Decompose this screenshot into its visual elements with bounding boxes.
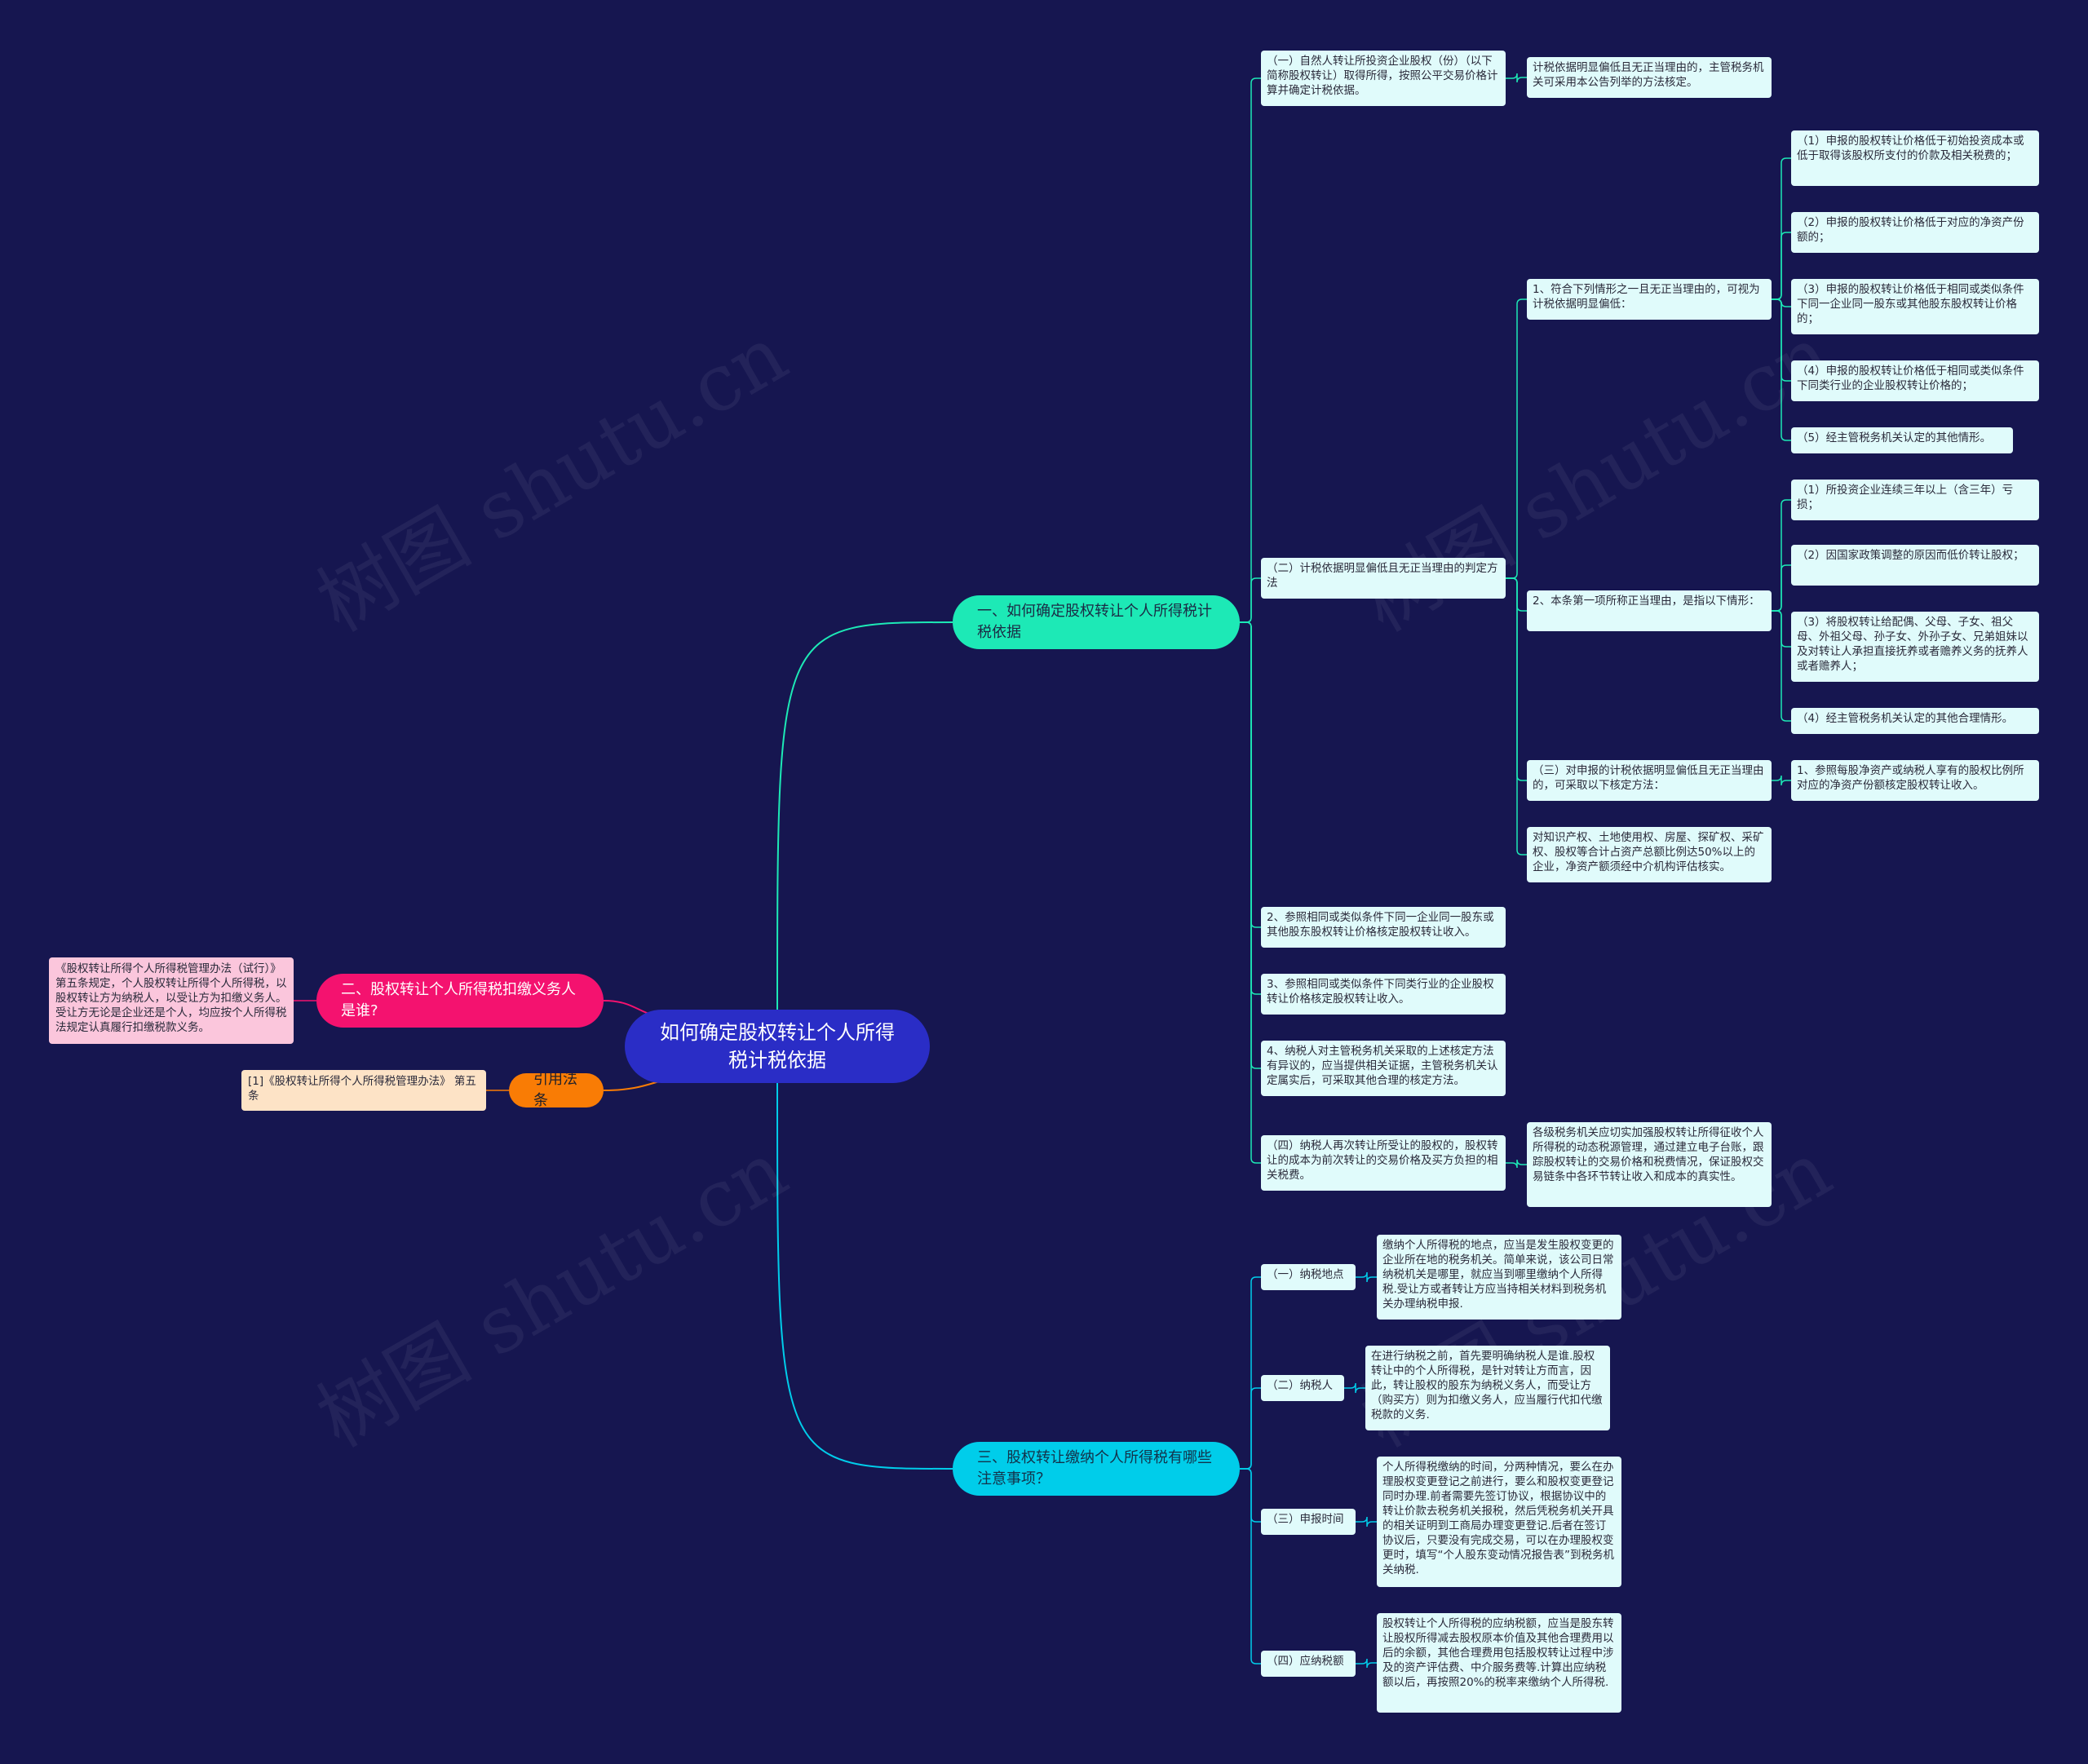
branch-connector bbox=[1772, 775, 1791, 786]
low-price-point-1[interactable]: （1）申报的股权转让价格低于初始投资成本或低于取得该股权所支付的价款及相关税费的… bbox=[1791, 130, 2039, 186]
branch-2-detail[interactable]: 《股权转让所得个人所得税管理办法（试行）》第五条规定，个人股权转让所得个人所得税… bbox=[49, 957, 294, 1044]
branch-connector bbox=[1240, 621, 1261, 995]
valid-reason-point-4[interactable]: （4）经主管税务机关认定的其他合理情形。 bbox=[1791, 708, 2039, 734]
branch-connector bbox=[1240, 621, 1261, 1164]
branch-3-item-1[interactable]: （一）纳税地点 bbox=[1261, 1264, 1356, 1290]
branch-4-node[interactable]: 引用法条 bbox=[509, 1073, 604, 1107]
branch-connector bbox=[1772, 610, 1791, 722]
branch-connector bbox=[1356, 1658, 1377, 1669]
branch-connector bbox=[1772, 232, 1791, 300]
branch-connector bbox=[1240, 1468, 1261, 1665]
branch-connector bbox=[1772, 564, 1791, 612]
branch-connector bbox=[1240, 1468, 1261, 1523]
root-connector bbox=[776, 1082, 953, 1470]
valid-reason-point-1[interactable]: （1）所投资企业连续三年以上（含三年）亏损； bbox=[1791, 480, 2039, 520]
branch-1-item-4[interactable]: 2、参照相同或类似条件下同一企业同一股东或其他股东股权转让价格核定股权转让收入。 bbox=[1261, 907, 1506, 948]
branch-3-item-2[interactable]: （二）纳税人 bbox=[1261, 1375, 1344, 1401]
branch-connector bbox=[1506, 577, 1527, 781]
branch-3-node[interactable]: 三、股权转让缴纳个人所得税有哪些注意事项？ bbox=[953, 1442, 1240, 1496]
branch-4-detail[interactable]: [1]《股权转让所得个人所得税管理办法》 第五条 bbox=[241, 1070, 486, 1111]
branch-connector bbox=[1344, 1382, 1365, 1394]
branch-1-item-2[interactable]: （二）计税依据明显偏低且无正当理由的判定方法 bbox=[1261, 558, 1506, 599]
branch-1-item-7[interactable]: （四）纳税人再次转让所受让的股权的，股权转让的成本为前次转让的交易价格及买方负担… bbox=[1261, 1135, 1506, 1191]
branch-connector bbox=[1356, 1516, 1377, 1527]
branch-connector bbox=[1240, 621, 1261, 928]
branch-3-item-2-detail[interactable]: 在进行纳税之前，首先要明确纳税人是谁.股权转让中的个人所得税，是针对转让方而言，… bbox=[1365, 1346, 1610, 1430]
low-price-point-4[interactable]: （4）申报的股权转让价格低于相同或类似条件下同类行业的企业股权转让价格的； bbox=[1791, 360, 2039, 401]
branch-connector bbox=[1506, 73, 1527, 83]
branch-1-item-2-sub-2[interactable]: 2、本条第一项所称正当理由，是指以下情形： bbox=[1527, 590, 1772, 631]
branch-1-item-5[interactable]: 3、参照相同或类似条件下同类行业的企业股权转让价格核定股权转让收入。 bbox=[1261, 974, 1506, 1015]
low-price-point-5[interactable]: （5）经主管税务机关认定的其他情形。 bbox=[1791, 427, 2013, 453]
branch-2-node[interactable]: 二、股权转让个人所得税扣缴义务人是谁? bbox=[316, 974, 604, 1028]
branch-connector bbox=[1240, 1276, 1261, 1470]
branch-3-item-4[interactable]: （四）应纳税额 bbox=[1261, 1651, 1356, 1677]
valid-reason-point-2[interactable]: （2）因国家政策调整的原因而低价转让股权； bbox=[1791, 545, 2039, 586]
branch-3-item-3-detail[interactable]: 个人所得税缴纳的时间，分两种情况，要么在办理股权变更登记之前进行，要么和股权变更… bbox=[1377, 1457, 1621, 1587]
root-connector bbox=[776, 621, 953, 1010]
branch-3-item-1-detail[interactable]: 缴纳个人所得税的地点，应当是发生股权变更的企业所在地的税务机关。简单来说，该公司… bbox=[1377, 1235, 1621, 1320]
branch-connector bbox=[1356, 1271, 1377, 1283]
branch-connector bbox=[1772, 298, 1791, 441]
valid-reason-point-3[interactable]: （3）将股权转让给配偶、父母、子女、祖父母、外祖父母、孙子女、外孙子女、兄弟姐妹… bbox=[1791, 612, 2039, 682]
low-price-point-3[interactable]: （3）申报的股权转让价格低于相同或类似条件下同一企业同一股东或其他股东股权转让价… bbox=[1791, 279, 2039, 334]
root-node[interactable]: 如何确定股权转让个人所得税计税依据 bbox=[625, 1010, 930, 1083]
branch-1-item-6[interactable]: 4、纳税人对主管税务机关采取的上述核定方法有异议的，应当提供相关证据，主管税务机… bbox=[1261, 1041, 1506, 1096]
branch-1-item-3[interactable]: （三）对申报的计税依据明显偏低且无正当理由的，可采取以下核定方法： bbox=[1527, 760, 1772, 801]
low-price-point-2[interactable]: （2）申报的股权转让价格低于对应的净资产份额的； bbox=[1791, 212, 2039, 253]
branch-connector bbox=[1506, 1159, 1527, 1169]
branch-1-node[interactable]: 一、如何确定股权转让个人所得税计税依据 bbox=[953, 595, 1240, 649]
branch-connector bbox=[1240, 577, 1261, 623]
branch-connector bbox=[1240, 77, 1261, 623]
branch-3-item-3[interactable]: （三）申报时间 bbox=[1261, 1509, 1356, 1535]
branch-1-item-2-sub-1[interactable]: 1、符合下列情形之一且无正当理由的，可视为计税依据明显偏低： bbox=[1527, 279, 1772, 320]
branch-connector bbox=[1240, 621, 1261, 1069]
branch-1-item-7-detail[interactable]: 各级税务机关应切实加强股权转让所得征收个人所得税的动态税源管理，通过建立电子台账… bbox=[1527, 1122, 1772, 1207]
branch-3-item-4-detail[interactable]: 股权转让个人所得税的应纳税额，应当是股东转让股权所得减去股权原本价值及其他合理费… bbox=[1377, 1613, 1621, 1713]
branch-connector bbox=[1506, 577, 1527, 855]
branch-1-item-1[interactable]: （一）自然人转让所投资企业股权（份）（以下简称股权转让）取得所得，按照公平交易价… bbox=[1261, 51, 1506, 106]
branch-1-item-3-detail[interactable]: 1、参照每股净资产或纳税人享有的股权比例所对应的净资产份额核定股权转让收入。 bbox=[1791, 760, 2039, 801]
branch-connector bbox=[1240, 1387, 1261, 1470]
branch-1-item-1-detail[interactable]: 计税依据明显偏低且无正当理由的，主管税务机关可采用本公告列举的方法核定。 bbox=[1527, 57, 1772, 98]
branch-1-item-3-extra[interactable]: 对知识产权、土地使用权、房屋、探矿权、采矿权、股权等合计占资产总额比例达50%以… bbox=[1527, 827, 1772, 882]
